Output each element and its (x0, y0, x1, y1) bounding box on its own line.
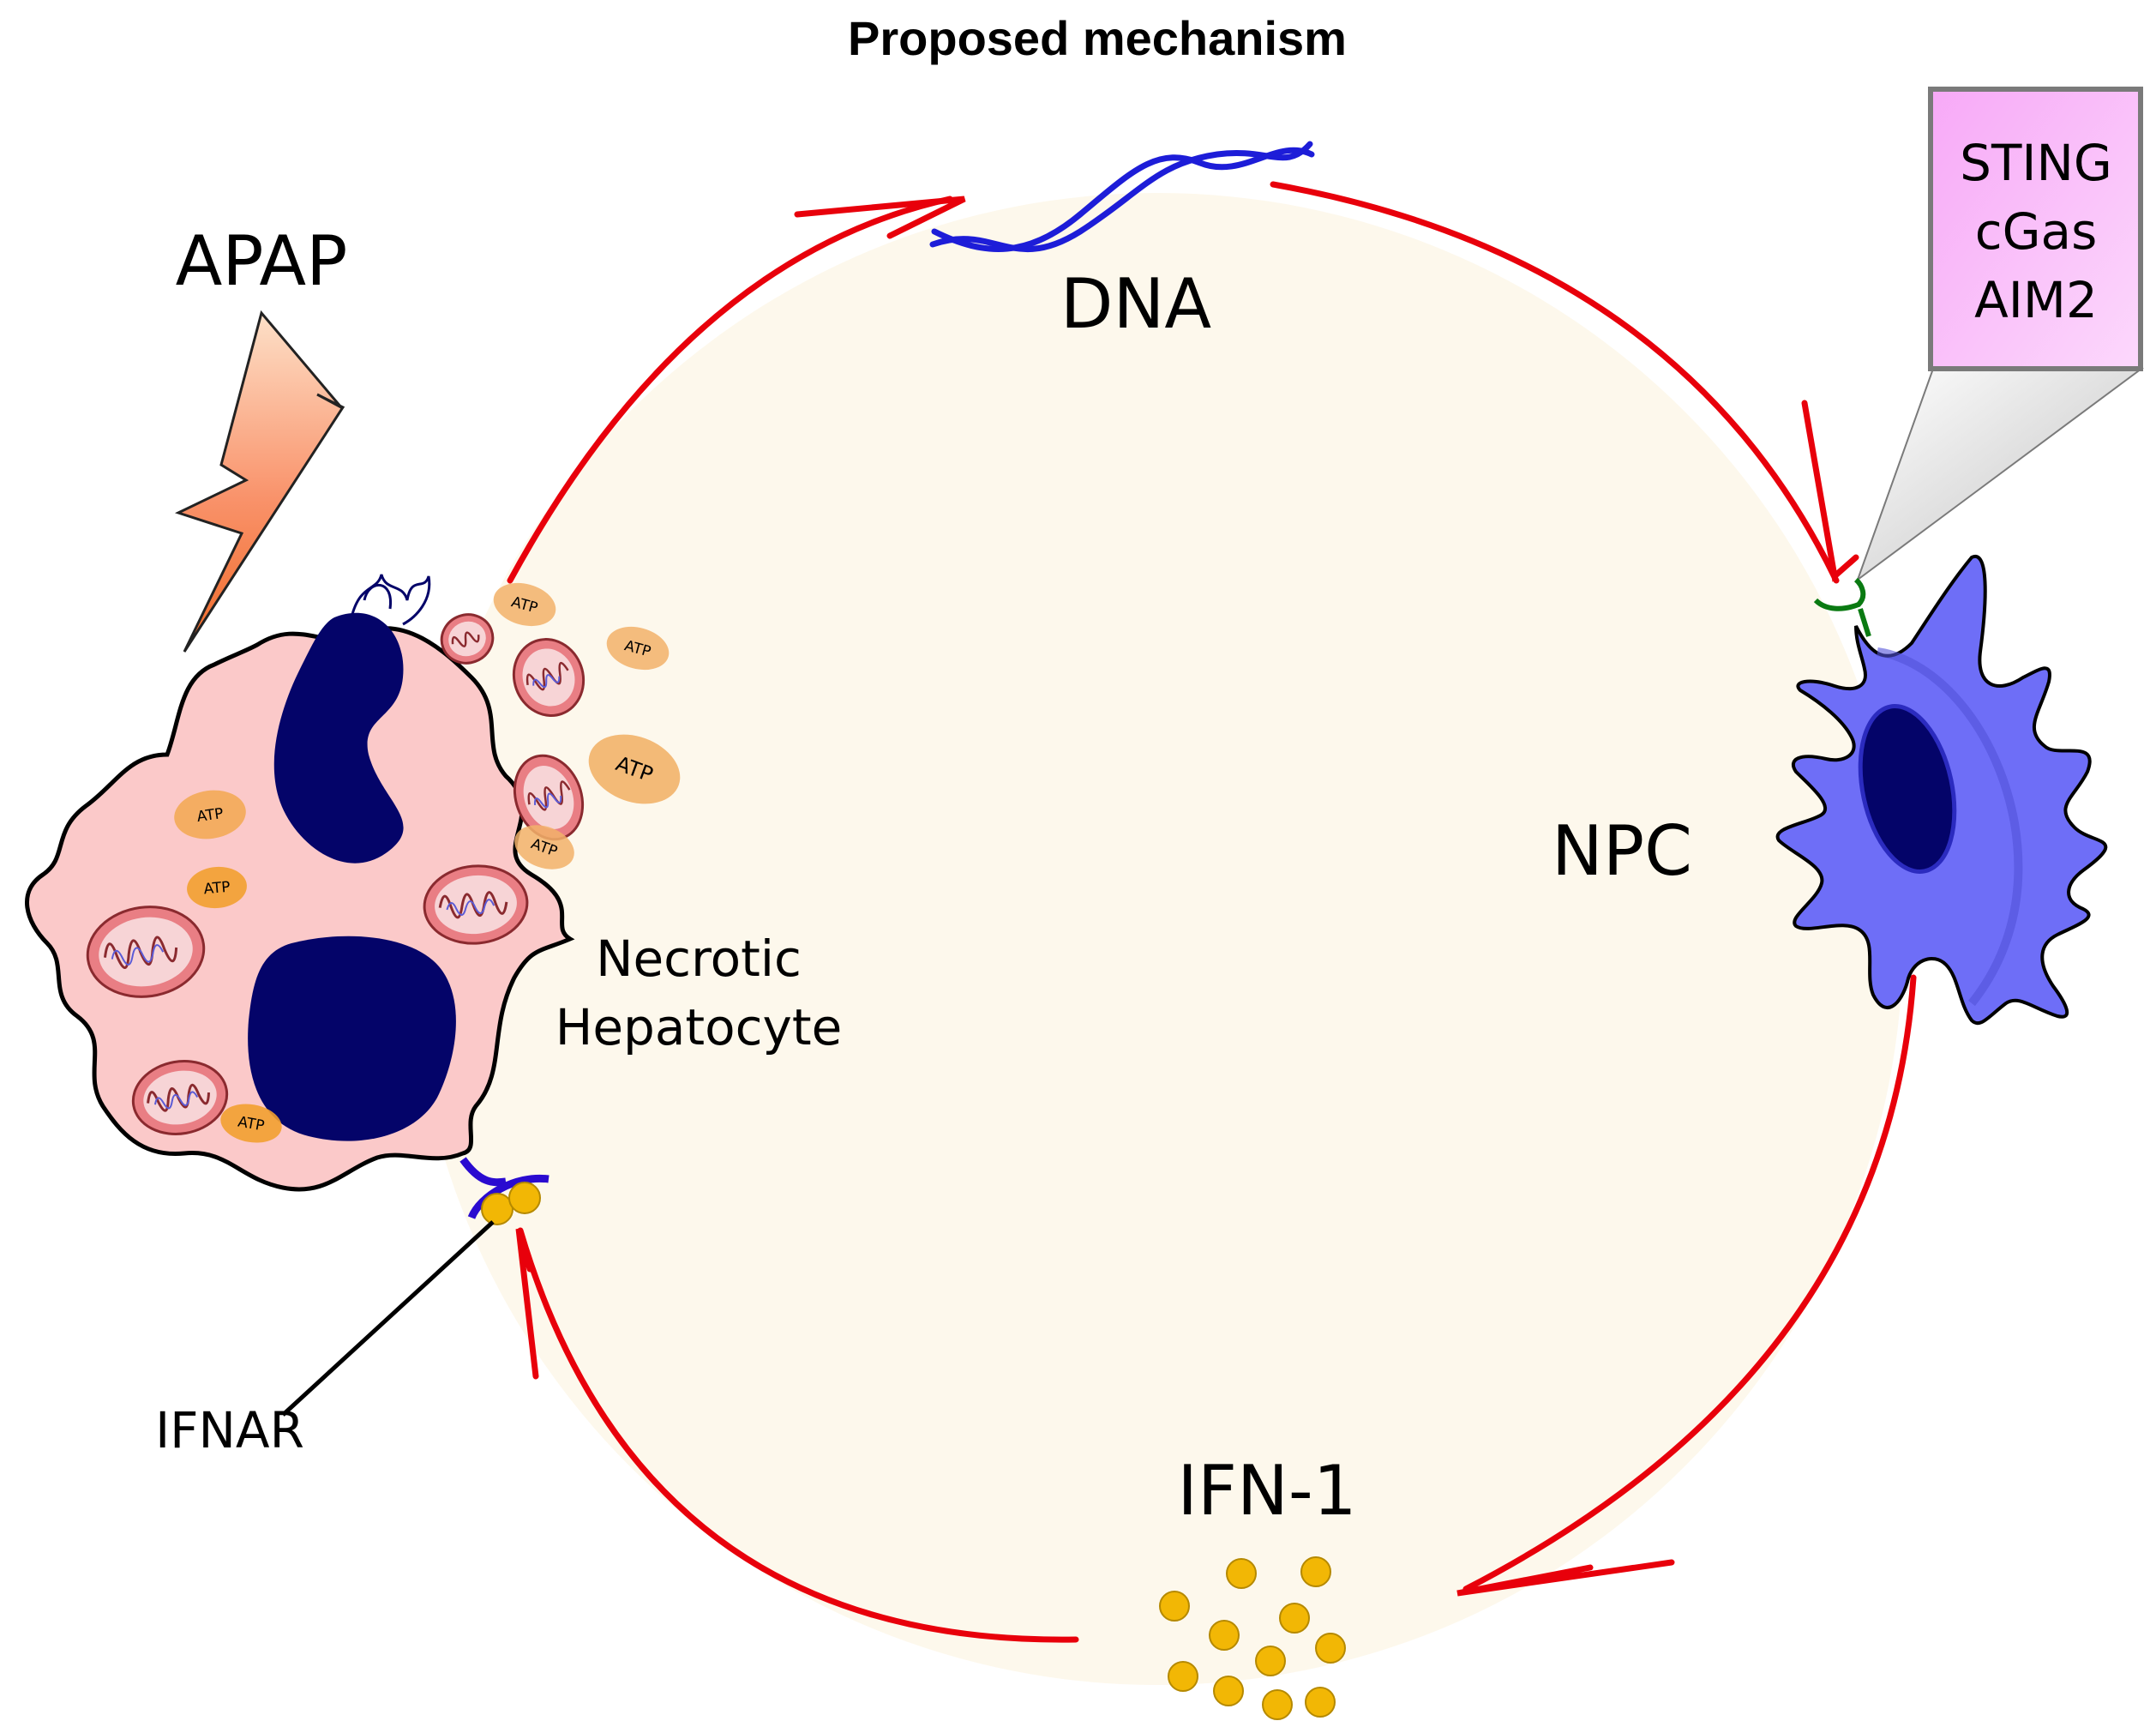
cycle-arrows (507, 181, 1917, 1643)
atp-group: ATP ATP ATP ATP ATP ATP ATP (174, 582, 681, 1143)
ifnar-label: IFNAR (155, 1401, 304, 1459)
dna-label: DNA (1060, 264, 1211, 344)
necrotic-label-line1: Necrotic (596, 930, 802, 988)
ifnar-receptor-icon (459, 1157, 550, 1225)
arc-dna-to-npc (1270, 181, 1840, 584)
page-title: Proposed mechanism (848, 11, 1347, 65)
sensor-box (1928, 87, 2143, 371)
sensor-sting: STING (1960, 134, 2112, 192)
atp-molecule: ATP (588, 734, 681, 804)
arrowhead-ifn (1456, 1559, 1675, 1597)
arrowhead-npc (1801, 400, 1859, 582)
nucleus-lower (248, 936, 456, 1141)
arc-npc-to-ifn (1462, 974, 1917, 1592)
npc-label: NPC (1552, 811, 1692, 891)
atp-molecule: ATP (514, 825, 574, 870)
mitochondrion-icon (512, 638, 586, 717)
arrowhead-dna (794, 196, 966, 239)
dna-icon (929, 141, 1315, 253)
atp-molecule: ATP (606, 626, 670, 671)
mitochondria-group (86, 613, 586, 1135)
cycle-background (411, 193, 1903, 1685)
lightning-bolt-icon (174, 310, 345, 653)
mitochondrion-icon (423, 864, 529, 945)
ifnar-leader-line (281, 1220, 495, 1417)
ifn-particle (1168, 1661, 1198, 1692)
ifn-label: IFN-1 (1177, 1451, 1356, 1531)
atp-molecule: ATP (187, 866, 247, 909)
dna-fragments-icon (350, 574, 431, 626)
apap-label: APAP (176, 221, 348, 301)
mitochondrion-icon (440, 613, 495, 665)
ifn-particle (1315, 1633, 1346, 1664)
ifn-particle (1209, 1620, 1240, 1651)
ifn-particles (1159, 1556, 1346, 1720)
ifn-particle (1226, 1558, 1257, 1589)
arrowhead-ifnar (515, 1228, 539, 1380)
ifn-particle (1159, 1591, 1190, 1622)
mitochondrion-icon (513, 754, 585, 841)
atp-molecule: ATP (493, 582, 556, 627)
sensor-callout-cone (1855, 368, 2145, 582)
ifn-particle (1213, 1676, 1244, 1706)
nucleus-upper (273, 612, 404, 863)
ifn-particle (1262, 1689, 1293, 1720)
ifn-particle (1300, 1556, 1331, 1587)
ifn-particle (1255, 1646, 1286, 1676)
ifn-particle (1279, 1603, 1310, 1634)
atp-molecule: ATP (174, 790, 246, 839)
atp-molecule: ATP (220, 1104, 282, 1143)
sensor-aim2: AIM2 (1974, 271, 2098, 329)
ifn-particle (1305, 1687, 1336, 1718)
sensor-cgas: cGas (1975, 202, 2098, 261)
npc-nucleus (1858, 704, 1957, 874)
mitochondrion-icon (86, 906, 206, 998)
mitochondrion-icon (131, 1060, 229, 1135)
arc-ifn-to-ifnar (517, 1227, 1079, 1643)
npc-cell-shading (1877, 647, 2023, 1007)
svg-text:ATP: ATP (203, 879, 231, 899)
necrotic-label-line2: Hepatocyte (556, 998, 843, 1056)
arc-necrotic-to-dna (507, 196, 953, 584)
npc-receptor-icon (1813, 577, 1871, 637)
svg-text:ATP: ATP (195, 805, 224, 826)
